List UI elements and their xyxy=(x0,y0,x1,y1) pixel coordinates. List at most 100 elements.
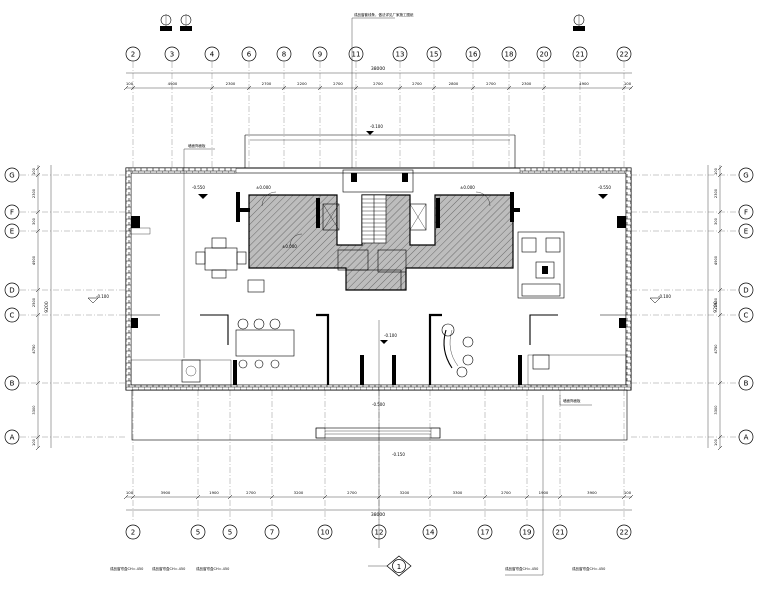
north-porch xyxy=(244,134,516,193)
top-grid-bubble-9-label: 16 xyxy=(469,51,478,59)
top-grid-bubble-9-circle xyxy=(465,46,481,62)
bottom-dimension-11: 100 xyxy=(624,490,632,495)
left-total-dimension: 9200 xyxy=(44,301,50,313)
bottom-dimension-1: 3900 xyxy=(161,490,171,495)
right-dimension-6: 3300 xyxy=(714,405,718,415)
top-dimension-0: 100 xyxy=(126,81,134,86)
section-marker-label: 1 xyxy=(397,563,401,571)
right-grid-bubble-5-label: B xyxy=(744,380,749,388)
top-grid-bubble-0-label: 2 xyxy=(131,51,135,59)
right-dimension-7: 100 xyxy=(714,438,718,446)
top-grid-bubble-13-label: 22 xyxy=(620,51,629,59)
right-grid-bubble-0-circle xyxy=(738,167,754,183)
long-table xyxy=(235,318,295,369)
left-dimension-3: 4900 xyxy=(32,255,36,265)
top-dimension-12: 100 xyxy=(624,81,632,86)
left-grid-bubble-2-label: E xyxy=(10,228,14,236)
bottom-grid-bubble-10-label: 22 xyxy=(620,529,629,537)
left-grid-bubble-4-circle xyxy=(4,307,20,323)
bottom-dimension-3: 2700 xyxy=(246,490,256,495)
elevation-top-mid: -0.100 xyxy=(370,124,383,129)
top-grid-bubble-7-circle xyxy=(392,46,408,62)
bottom-dimension-6: 3200 xyxy=(400,490,410,495)
bottom-callout-3: 成品窗帘盒CH=.450 xyxy=(196,566,229,571)
dining-set-left xyxy=(195,237,265,293)
top-grid-bubble-1-label: 3 xyxy=(170,51,174,59)
bottom-dimension-5: 2700 xyxy=(347,490,357,495)
top-dimension-8: 2800 xyxy=(449,81,459,86)
left-dimension-7: 100 xyxy=(32,438,36,446)
right-callout: 墙面饰面板 xyxy=(563,398,581,403)
bottom-grid-bubble-9-circle xyxy=(552,524,568,540)
elevation-bottom2: -0.150 xyxy=(392,452,405,457)
left-grid-bubble-6-label: A xyxy=(10,434,15,442)
left-dimension-6: 3300 xyxy=(32,405,36,415)
top-grid-bubble-4-label: 8 xyxy=(282,51,286,59)
top-dimension-3: 2700 xyxy=(262,81,272,86)
bottom-grid-bubble-2-circle xyxy=(222,524,238,540)
bottom-grid-bubble-3-circle xyxy=(264,524,280,540)
bottom-dimension-10: 3900 xyxy=(587,490,597,495)
bottom-callout-1: 成品窗帘盒CH=.450 xyxy=(110,566,143,571)
right-dimension-4: 2500 xyxy=(714,297,718,307)
elevation-markers: -0.100 -0.550 -0.550 ±0.000 ±0.000 ±0.00… xyxy=(87,124,671,457)
elevation-bottom: -0.500 xyxy=(372,402,385,407)
left-grid-bubble-5-circle xyxy=(4,375,20,391)
bottom-grid-bubble-9-label: 21 xyxy=(556,529,565,537)
left-dimension-0: 100 xyxy=(32,167,36,175)
right-dimension-1: 2300 xyxy=(714,188,718,198)
bottom-grid-bubble-8-circle xyxy=(519,524,535,540)
top-grid-bubble-11-label: 20 xyxy=(540,51,549,59)
elevation-hall-left: ±0.000 xyxy=(256,185,271,190)
left-grid-bubble-1-circle xyxy=(4,204,20,220)
top-grid-bubble-5-circle xyxy=(312,46,328,62)
right-dimension-2: 300 xyxy=(714,217,718,225)
top-dimension-1: 4900 xyxy=(168,81,178,86)
bottom-grid-bubble-6-circle xyxy=(422,524,438,540)
bottom-grid-bubble-6-label: 14 xyxy=(426,529,435,537)
bottom-grid-bubble-7-circle xyxy=(477,524,493,540)
central-core xyxy=(236,191,520,291)
top-grid-bubble-12-label: 21 xyxy=(576,51,585,59)
right-dimension-5: 4750 xyxy=(714,344,718,354)
left-dimension-2: 300 xyxy=(32,217,36,225)
top-dimension-2: 2300 xyxy=(226,81,236,86)
bottom-total-dimension: 38000 xyxy=(371,512,385,518)
bottom-dimension-9: 1900 xyxy=(539,490,549,495)
top-grid-bubble-1-circle xyxy=(164,46,180,62)
right-grid-bubble-1-label: F xyxy=(744,209,748,217)
top-grid-bubble-10-circle xyxy=(501,46,517,62)
bottom-dimension-7: 3300 xyxy=(453,490,463,495)
top-grid-bubble-3-circle xyxy=(241,46,257,62)
top-grid-bubble-4-circle xyxy=(276,46,292,62)
left-callout: 墙面饰面板 xyxy=(188,143,206,148)
top-section-symbols xyxy=(160,14,585,31)
left-dimension-1: 2300 xyxy=(32,188,36,198)
top-dimension-9: 2700 xyxy=(486,81,496,86)
right-grid-bubble-1-circle xyxy=(738,204,754,220)
top-grid-bubble-13-circle xyxy=(616,46,632,62)
top-dimension-10: 2300 xyxy=(522,81,532,86)
left-grid-bubble-5-label: B xyxy=(10,380,15,388)
top-grid-bubble-0-circle xyxy=(125,46,141,62)
bottom-dimension-8: 2700 xyxy=(501,490,511,495)
elevation-hall-right: ±0.000 xyxy=(460,185,475,190)
bottom-grid-bubble-8-label: 19 xyxy=(523,529,532,537)
top-grid-bubble-12-circle xyxy=(572,46,588,62)
top-grid-bubble-5-label: 9 xyxy=(318,51,322,59)
bottom-grid-bubble-7-label: 17 xyxy=(481,529,490,537)
right-grid-bubble-4-circle xyxy=(738,307,754,323)
top-callout: 成品窗套线条，做法详见厂家施工图纸 xyxy=(354,12,414,17)
left-grid-bubble-6-circle xyxy=(4,429,20,445)
section-marker: 1 xyxy=(368,320,412,577)
cabinets xyxy=(129,227,550,383)
curved-sofa xyxy=(441,323,474,378)
left-grid-bubble-0-circle xyxy=(4,167,20,183)
top-grid-bubble-10-label: 18 xyxy=(505,51,514,59)
